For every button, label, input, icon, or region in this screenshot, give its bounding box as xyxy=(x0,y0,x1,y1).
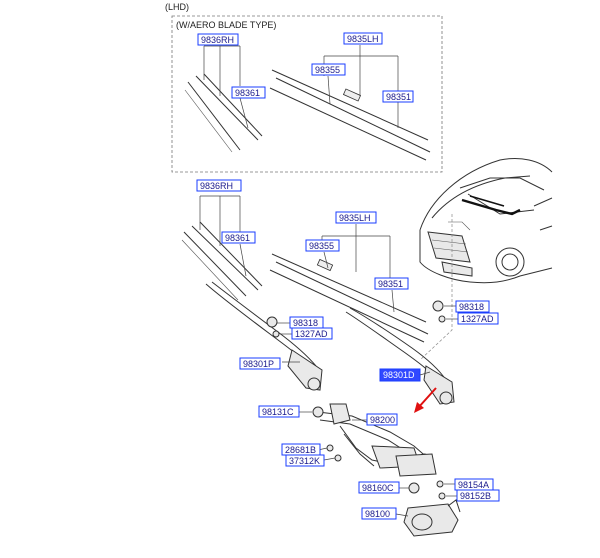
aero-rh-blade xyxy=(184,73,263,153)
car-illustration xyxy=(419,158,553,284)
lh-blade-leaders xyxy=(321,224,395,313)
aero-98355-label-box[interactable] xyxy=(311,63,346,76)
98131c-label: 98131C xyxy=(262,407,294,417)
lh-blade xyxy=(269,253,429,343)
98351-label: 98351 xyxy=(378,279,403,289)
9836rh-label: 9836RH xyxy=(200,181,233,191)
98361-label-box[interactable] xyxy=(221,231,256,244)
98301p-label-box[interactable] xyxy=(239,357,281,370)
98152b-label-box[interactable] xyxy=(456,489,500,502)
9836rh-label-box[interactable] xyxy=(196,179,242,192)
98100-label-box[interactable] xyxy=(361,507,397,520)
98355-label: 98355 xyxy=(309,241,334,251)
1327ad-b-label-box[interactable] xyxy=(457,312,499,325)
aero-lh-leaders xyxy=(323,45,399,128)
lh-wiper-arm xyxy=(345,307,455,405)
lh-arm-leaders xyxy=(444,305,458,320)
9835lh-label-box[interactable] xyxy=(335,211,377,224)
rh-arm-leaders xyxy=(276,322,300,363)
rh-arm-nut xyxy=(266,316,278,328)
lh-arm-nut xyxy=(432,300,444,312)
98301d-leader xyxy=(419,371,431,376)
aero-98351-label-box[interactable] xyxy=(382,90,414,103)
aero-98361-label-box[interactable] xyxy=(231,86,266,99)
98160c-label: 98160C xyxy=(362,483,394,493)
37312k-label-box[interactable] xyxy=(285,454,325,467)
98301d-label: 98301D xyxy=(383,370,415,380)
aero-9836rh-label-box[interactable] xyxy=(197,33,239,46)
wiper-motor xyxy=(395,499,461,537)
98131c-label-box[interactable] xyxy=(258,405,300,418)
aero-9836rh-label: 9836RH xyxy=(201,35,234,45)
aero-rh-leaders xyxy=(203,45,249,129)
aero-blade-title: (W/AERO BLADE TYPE) xyxy=(176,20,276,30)
wiper-linkage xyxy=(312,403,437,477)
aero-lh-blade xyxy=(269,69,431,161)
98318-a-label: 98318 xyxy=(293,318,318,328)
28681b-label: 28681B xyxy=(285,445,316,455)
rh-arm-washer xyxy=(272,330,280,338)
98152b-label: 98152B xyxy=(460,491,491,501)
aero-9835lh-label-box[interactable] xyxy=(343,32,383,45)
aero-blade-panel xyxy=(171,15,443,173)
98355-label-box[interactable] xyxy=(305,239,340,252)
98318-b-label: 98318 xyxy=(459,302,484,312)
lh-arm-washer xyxy=(438,315,446,323)
98160c-label-box[interactable] xyxy=(358,481,400,494)
9835lh-label: 9835LH xyxy=(339,213,371,223)
98361-label: 98361 xyxy=(225,233,250,243)
98200-label-box[interactable] xyxy=(366,413,398,426)
98154a-label: 98154A xyxy=(458,480,489,490)
98318-b-label-box[interactable] xyxy=(455,300,490,313)
1327ad-b-label: 1327AD xyxy=(461,314,494,324)
98351-label-box[interactable] xyxy=(374,277,409,290)
aero-98361-label: 98361 xyxy=(235,88,260,98)
aero-98355-label: 98355 xyxy=(315,65,340,75)
aero-98351-label: 98351 xyxy=(386,92,411,102)
bolt-parts xyxy=(317,444,342,462)
98200-label: 98200 xyxy=(370,415,395,425)
lhd-label: (LHD) xyxy=(165,2,189,12)
37312k-label: 37312K xyxy=(289,456,320,466)
rh-blade xyxy=(181,221,263,301)
1327ad-a-label-box[interactable] xyxy=(291,327,333,340)
1327ad-a-label: 1327AD xyxy=(295,329,328,339)
98301p-label: 98301P xyxy=(243,359,274,369)
rh-blade-leaders xyxy=(199,195,247,277)
car-leader-line xyxy=(419,214,453,361)
aero-9835lh-label: 9835LH xyxy=(347,34,379,44)
98100-label: 98100 xyxy=(365,509,390,519)
motor-crank-parts xyxy=(398,480,457,500)
red-arrow-icon xyxy=(414,387,437,413)
